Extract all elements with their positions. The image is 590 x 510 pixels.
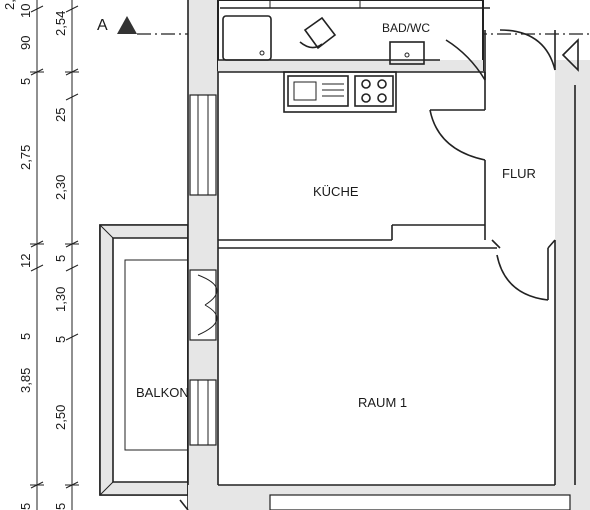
dim-outer-1: 10: [18, 4, 33, 18]
kitchen: KÜCHE: [218, 71, 486, 241]
section-letter: A: [97, 17, 108, 34]
exterior-walls: [179, 0, 590, 510]
living-room: RAUM 1: [218, 247, 497, 410]
kitchen-sink-icon: [287, 75, 349, 107]
room-label-bad-wc: BAD/WC: [382, 21, 430, 35]
dim-outer-6: 5: [18, 333, 33, 340]
dim-top-partial: 2,15: [2, 0, 17, 10]
dimension-chain: [30, 0, 79, 510]
dim-inner-1: 2,54: [53, 11, 68, 36]
dim-inner-4: 5: [53, 255, 68, 262]
dim-outer-2: 90: [18, 36, 33, 50]
wash-basin-icon: [389, 41, 425, 65]
stove-icon: [354, 75, 394, 107]
balcony: [99, 224, 189, 496]
dimension-labels-inner: 2,54 25 2,30 5 1,30 5 2,50 5: [53, 11, 68, 510]
dim-inner-6: 5: [53, 336, 68, 343]
room-label-raum-1: RAUM 1: [358, 395, 407, 410]
dim-outer-7: 3,85: [18, 368, 33, 393]
dim-outer-8: 5: [18, 503, 33, 510]
room-label-flur: FLUR: [502, 166, 536, 181]
dim-inner-5: 1,30: [53, 287, 68, 312]
toilet-icon: [299, 16, 337, 50]
dim-outer-5: 12: [18, 254, 33, 268]
room-label-balkon: BALKON: [136, 385, 189, 400]
dim-inner-3: 2,30: [53, 175, 68, 200]
dim-outer-3: 5: [18, 78, 33, 85]
room-label-kueche: KÜCHE: [313, 184, 359, 199]
dim-inner-8: 5: [53, 503, 68, 510]
dim-inner-7: 2,50: [53, 405, 68, 430]
dim-outer-4: 2,75: [18, 145, 33, 170]
dimension-labels-outer: 2,15 10 90 5 2,75 12 5 3,85 5: [2, 0, 33, 510]
section-arrow-icon: [117, 16, 137, 34]
bathroom: BAD/WC: [217, 0, 490, 81]
hallway: FLUR: [491, 29, 579, 301]
dim-inner-2: 25: [53, 108, 68, 122]
shower-tray-icon: [222, 15, 272, 61]
